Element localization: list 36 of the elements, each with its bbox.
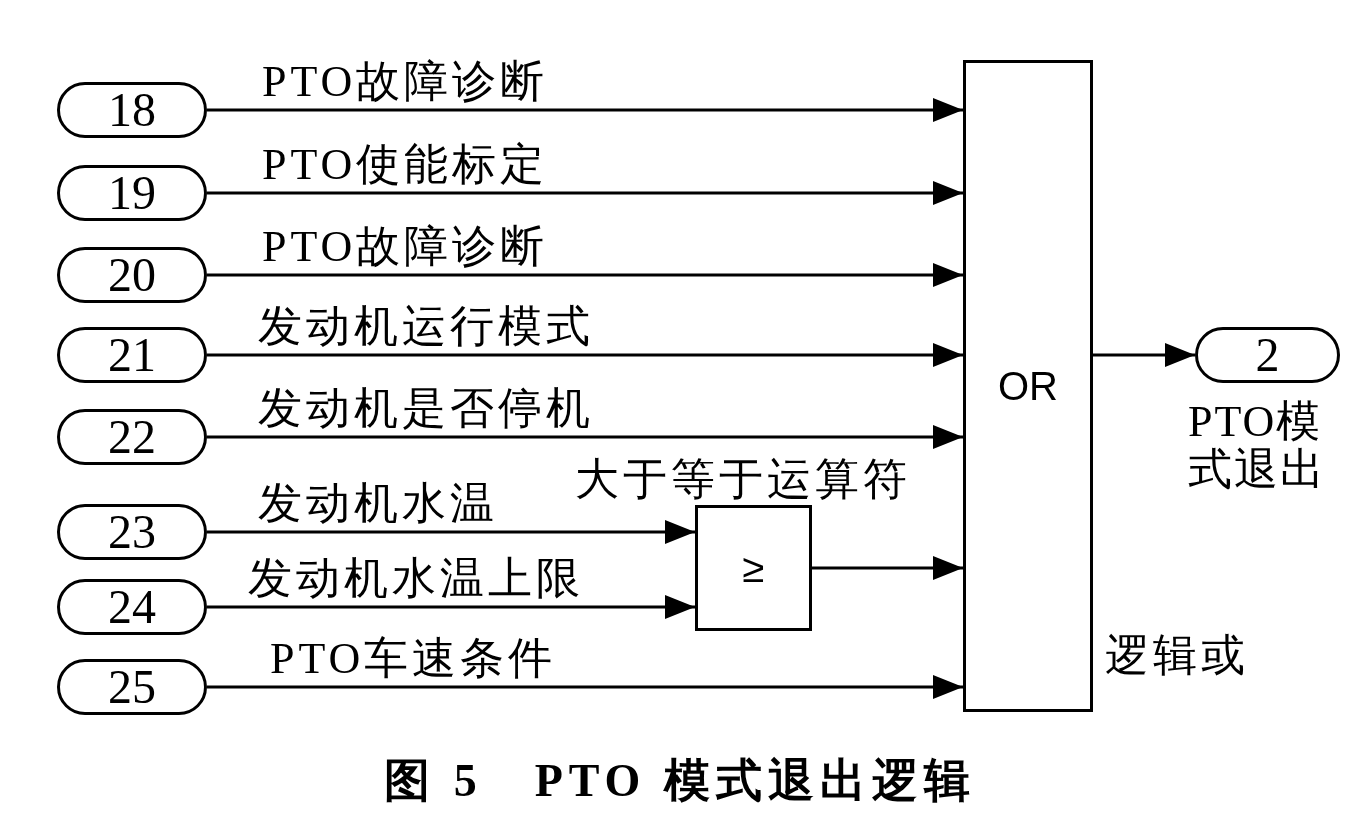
outport-terminal [1195,327,1340,383]
arrow [207,520,695,544]
inport-terminal [57,82,207,138]
port-number: 2 [1255,331,1280,379]
block-caption: 逻辑或 [1105,632,1249,681]
arrow [812,556,963,580]
arrow [207,675,963,699]
arrow [207,181,963,205]
arrow [207,425,963,449]
operator-label: OR [998,366,1058,406]
block-caption: PTO模式退出 [1188,398,1327,495]
port-number: 25 [108,663,156,711]
logic-or-block [963,60,1093,712]
arrow [207,98,963,122]
port-number: 22 [108,413,156,461]
inport-terminal [57,247,207,303]
figure-caption: 图 5 PTO 模式退出逻辑 [384,755,976,806]
port-number: 23 [108,508,156,556]
port-number: 19 [108,169,156,217]
inport-terminal [57,579,207,635]
arrow [1093,343,1195,367]
port-number: 24 [108,583,156,631]
arrow [207,263,963,287]
inport-terminal [57,165,207,221]
arrow [207,343,963,367]
comparator-block [695,505,812,631]
inport-terminal [57,327,207,383]
inport-terminal [57,409,207,465]
operator-symbol: ≥ [742,548,765,588]
inport-terminal [57,659,207,715]
port-number: 18 [108,86,156,134]
block-caption: 大于等于运算符 [575,456,911,505]
inport-terminal [57,504,207,560]
port-number: 21 [108,331,156,379]
port-number: 20 [108,251,156,299]
arrow [207,595,695,619]
